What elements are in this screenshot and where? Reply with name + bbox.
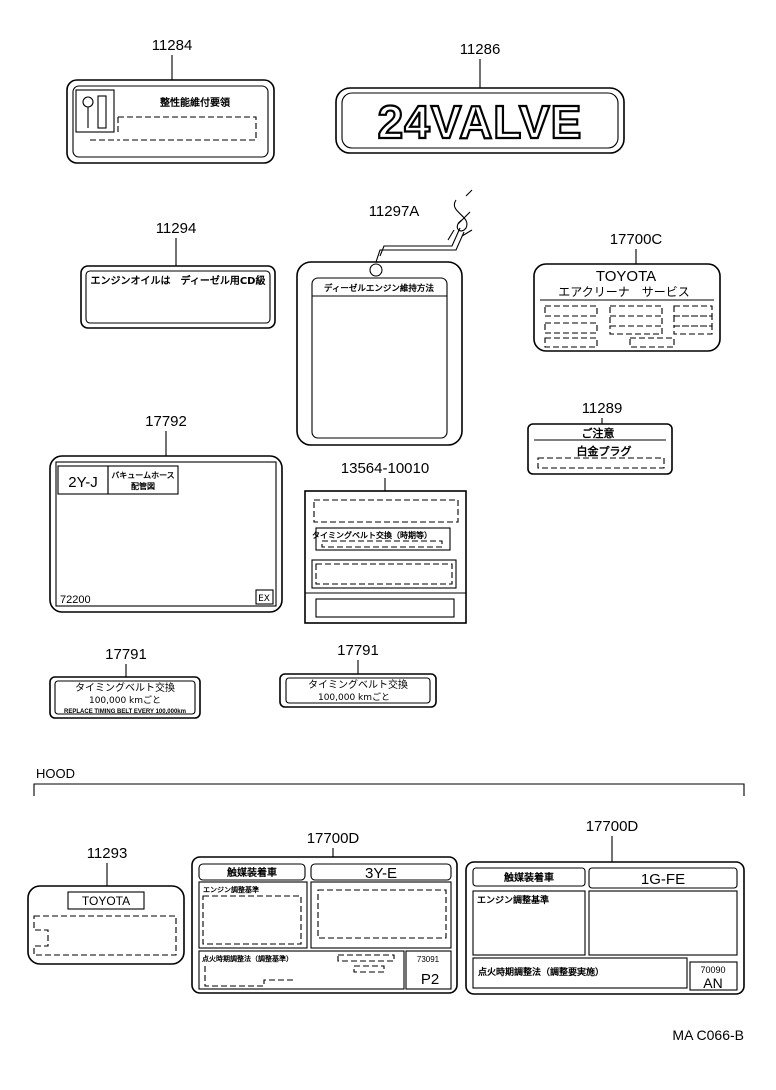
engine-code: 2Y-J xyxy=(68,474,97,491)
label-13564-10010[interactable]: 13564-10010 タイミングベルト交換（時期等） xyxy=(304,460,467,624)
part-number: 17700D xyxy=(586,818,639,835)
emblem-text: 24VALVE xyxy=(378,96,583,148)
label-text: エアクリーナ サービス xyxy=(558,285,689,299)
code-text: 73091 xyxy=(417,955,440,964)
label-text: 整性能維付要領 xyxy=(159,96,231,109)
label-text: エンジンオイルは ディーゼル用CD級 xyxy=(91,274,266,287)
head-text: 触媒装着車 xyxy=(503,871,554,884)
hood-section-marker: HOOD xyxy=(33,766,745,796)
part-number: 11289 xyxy=(582,400,623,417)
label-text: エンジン調整基準 xyxy=(477,894,549,906)
code-text: 72200 xyxy=(60,594,91,606)
part-number: 11297A xyxy=(369,203,420,220)
tag-text: AN xyxy=(703,975,722,991)
tag-text: EX xyxy=(258,594,270,604)
code-text: 70090 xyxy=(700,965,725,975)
caution-text: ご注意 xyxy=(582,426,615,440)
label-17700d-right[interactable]: 17700D 触媒装着車 1G-FE エンジン調整基準 点火時期調整法（調整要実… xyxy=(465,818,745,995)
label-text: 白金プラグ xyxy=(577,444,632,458)
hang-tag-11297a[interactable]: 11297A ディーゼルエンジン維持方法 xyxy=(296,189,473,446)
label-17791-left[interactable]: 17791 タイミングベルト交換 100,000 kmごと REPLACE TI… xyxy=(49,646,201,719)
label-line-3: REPLACE TIMING BELT EVERY 100,000km xyxy=(64,709,186,715)
label-text: タイミングベルト交換（時期等） xyxy=(312,530,432,540)
part-number: 17700C xyxy=(610,231,663,248)
section-label: HOOD xyxy=(36,766,75,781)
label-text: バキュームホース xyxy=(111,471,174,480)
label-subtext: 点火時期調整法（調整要実施） xyxy=(478,966,604,978)
label-11294[interactable]: 11294 エンジンオイルは ディーゼル用CD級 xyxy=(80,220,276,329)
emblem-11286[interactable]: 11286 24VALVE xyxy=(335,41,625,154)
part-number: 11293 xyxy=(87,845,128,862)
part-number: 11286 xyxy=(460,41,501,58)
engine-code: 3Y-E xyxy=(365,865,397,882)
label-text: ディーゼルエンジン維持方法 xyxy=(324,283,434,294)
label-11293[interactable]: 11293 TOYOTA xyxy=(27,845,185,965)
part-number: 17791 xyxy=(105,646,147,663)
head-text: 触媒装着車 xyxy=(226,866,277,879)
label-17792[interactable]: 17792 2Y-J バキュームホース 配管図 72200 EX xyxy=(49,413,283,613)
label-subtext: 配管図 xyxy=(131,481,155,491)
diagram-code: MA C066-B xyxy=(672,1027,744,1043)
label-text: エンジン調整基準 xyxy=(203,885,259,894)
label-line-1: タイミングベルト交換 xyxy=(75,681,175,694)
tool-icon xyxy=(75,89,115,133)
label-line-2: 100,000 kmごと xyxy=(318,691,390,703)
label-11284[interactable]: 11284 整性能維付要領 xyxy=(66,37,275,164)
part-number: 17792 xyxy=(145,413,187,430)
brand-text: TOYOTA xyxy=(596,268,656,285)
label-11289[interactable]: 11289 ご注意 白金プラグ xyxy=(527,400,673,475)
string-icon xyxy=(375,189,473,263)
part-number: 13564-10010 xyxy=(341,460,429,477)
label-17700d-middle[interactable]: 17700D 触媒装着車 3Y-E エンジン調整基準 点火時期調整法（調整基準）… xyxy=(191,830,458,994)
label-line-1: タイミングベルト交換 xyxy=(308,678,408,691)
engine-code: 1G-FE xyxy=(641,871,685,888)
part-number: 17700D xyxy=(307,830,360,847)
label-17700c-top[interactable]: 17700C TOYOTA エアクリーナ サービス xyxy=(533,231,721,352)
part-number: 17791 xyxy=(337,642,379,659)
label-subtext: 点火時期調整法（調整基準） xyxy=(202,954,293,963)
label-line-2: 100,000 kmごと xyxy=(89,694,161,706)
part-number: 11294 xyxy=(156,220,197,237)
tag-text: P2 xyxy=(421,971,439,988)
part-number: 11284 xyxy=(152,37,193,54)
label-17791-right[interactable]: 17791 タイミングベルト交換 100,000 kmごと xyxy=(279,642,437,708)
brand-text: TOYOTA xyxy=(82,894,130,908)
